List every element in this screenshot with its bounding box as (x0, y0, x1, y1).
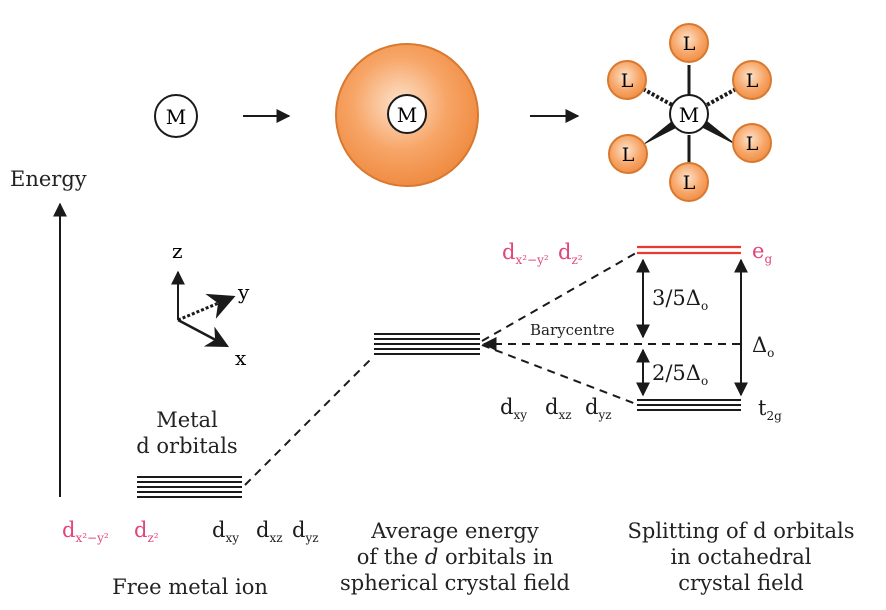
ligand-front-right: L (732, 123, 772, 163)
metal-symbol: M (679, 103, 699, 127)
ligand-back-left: L (607, 60, 647, 100)
connector-to-eg (481, 252, 637, 342)
upper-split-label: 3/5Δo (652, 286, 708, 313)
y-axis-label: y (237, 280, 250, 304)
orbital-label-free-3: dxz (256, 518, 283, 545)
svg-text:L: L (746, 133, 759, 155)
lower-split-label: 2/5Δo (652, 361, 708, 388)
orbital-label-free-0: dx²−y² (62, 518, 109, 545)
svg-text:L: L (746, 70, 759, 92)
free-metal-ion-icon: M (154, 94, 198, 138)
eg-level (637, 245, 741, 255)
t2g-orbital-label-1: dxz (545, 395, 572, 422)
spherical-orbital-stack (374, 333, 480, 355)
energy-axis-label: Energy (10, 167, 87, 191)
coordinate-axes: z y x (171, 239, 250, 370)
metal-symbol: M (166, 105, 186, 129)
t2g-level (637, 399, 741, 411)
caption-free-ion: Free metal ion (112, 575, 268, 599)
orbital-label-free-2: dxy (212, 518, 239, 545)
spherical-field-icon: M (335, 43, 479, 187)
eg-label: eg (752, 239, 772, 266)
t2g-orbital-label-2: dyz (585, 395, 612, 422)
ligand-top: L (669, 23, 709, 63)
barycentre-label: Barycentre (530, 321, 615, 339)
delta-o-label: Δo (752, 333, 774, 360)
svg-text:L: L (621, 70, 634, 92)
free-ion-orbital-stack (137, 476, 242, 498)
metal-heading-line2: d orbitals (136, 434, 237, 458)
svg-text:L: L (683, 172, 696, 194)
metal-symbol: M (397, 103, 417, 127)
t2g-orbital-label-0: dxy (500, 395, 527, 422)
caption-octahedral: Splitting of d orbitals in octahedral cr… (627, 519, 855, 595)
eg-orbital-label-0: dx²−y² (502, 240, 549, 267)
eg-orbital-label-1: dz² (558, 240, 583, 267)
ligand-bottom: L (669, 162, 709, 202)
octahedral-complex-icon: L L L L L L M (607, 23, 772, 202)
orbital-label-free-4: dyz (292, 518, 319, 545)
metal-heading-line1: Metal (156, 408, 218, 432)
caption-spherical: Average energy of the d orbitals in sphe… (340, 519, 570, 595)
t2g-label: t2g (758, 396, 782, 423)
ligand-front-left: L (608, 134, 648, 174)
ligand-back-right: L (732, 60, 772, 100)
orbital-label-free-1: dz² (134, 518, 159, 545)
svg-text:L: L (622, 144, 635, 166)
x-axis-label: x (235, 346, 247, 370)
svg-text:L: L (683, 33, 696, 55)
connector-free-to-spherical (244, 357, 373, 486)
z-axis-label: z (172, 239, 183, 263)
